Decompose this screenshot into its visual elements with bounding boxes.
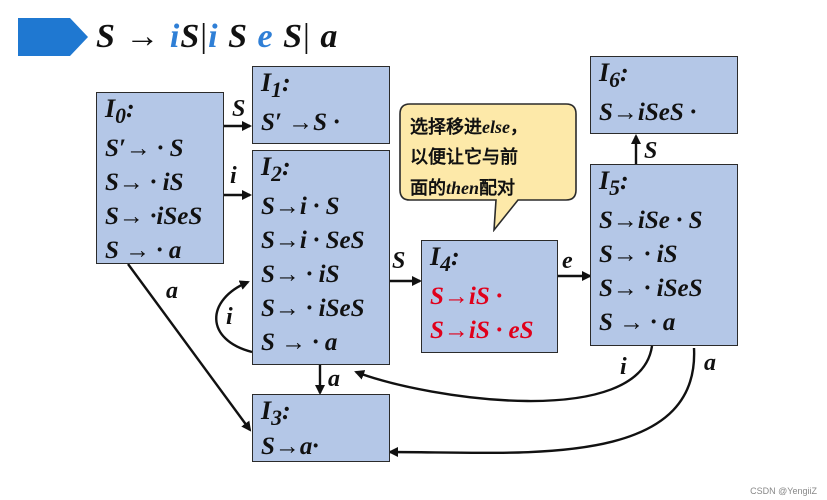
state-i1-name: I — [261, 68, 272, 97]
state-i6-item: S→iSeS · — [599, 99, 697, 127]
callout-note: 选择移进else， 以便让它与前 面的then配对 — [410, 112, 570, 204]
speech-bubble — [399, 103, 577, 232]
title-i1: i — [169, 18, 181, 55]
label-i5-i3: a — [704, 350, 716, 376]
state-i1-item: S′ →S · — [261, 109, 340, 137]
callout-line3-a: 面的 — [410, 178, 446, 199]
title-s2: S — [228, 18, 248, 55]
state-i2-item: S→i · S — [261, 193, 340, 221]
state-i0-item: S → · a — [105, 237, 182, 265]
state-i5-item: S→ · iS — [599, 241, 678, 269]
label-i2-loop: i — [226, 304, 233, 330]
state-i0-item: S→ · iS — [105, 169, 184, 197]
state-i4-item: S→iS · — [430, 283, 503, 311]
title-bar1: | — [200, 18, 209, 55]
label-i5-i2: i — [620, 354, 627, 380]
title-arrow: → — [125, 18, 161, 55]
title-s1: S — [180, 18, 201, 55]
state-i0-name: I — [105, 94, 116, 123]
label-i0-i2: i — [230, 163, 237, 189]
label-i4-i5: e — [562, 248, 573, 274]
banner-arrow-icon — [18, 18, 88, 56]
edge-i5-i2 — [354, 345, 654, 403]
state-i4: I4: S→iS · S→iS · eS — [421, 240, 558, 353]
state-i3-name: I — [261, 396, 272, 425]
grammar-title: S → iS|i S e S| a — [96, 18, 338, 56]
title-s: S — [96, 18, 116, 55]
state-i3-sub: 3 — [271, 406, 282, 431]
state-i5-item: S→iSe · S — [599, 207, 703, 235]
state-i1: I1: S′ →S · — [252, 66, 390, 144]
state-i4-name: I — [430, 242, 441, 271]
state-i6: I6: S→iSeS · — [590, 56, 738, 134]
title-a: a — [320, 18, 339, 55]
state-i4-sub: 4 — [440, 252, 451, 277]
state-i2-item: S→ · iSeS — [261, 295, 365, 323]
callout-line2: 以便让它与前 — [410, 147, 518, 168]
callout-line1-c: ， — [509, 117, 528, 138]
label-i2-i3: a — [328, 366, 340, 392]
watermark: CSDN @YengiiZ — [750, 486, 817, 496]
state-i2-name: I — [261, 152, 272, 181]
state-i2-item: S→ · iS — [261, 261, 340, 289]
state-i6-name: I — [599, 58, 610, 87]
title-e: e — [257, 18, 274, 55]
title-bar2: | — [303, 18, 311, 55]
edge-i0-i3 — [127, 263, 252, 432]
label-i5-i6: S — [644, 138, 658, 164]
state-i2: I2: S→i · S S→i · SeS S→ · iS S→ · iSeS … — [252, 150, 390, 365]
state-i5-item: S → · a — [599, 309, 676, 337]
state-i4-item: S→iS · eS — [430, 317, 534, 345]
state-i0-item: S→ ·iSeS — [105, 203, 203, 231]
state-i0-sub: 0 — [115, 104, 126, 129]
title-s3: S — [283, 18, 303, 55]
state-i0-item: S′→ · S — [105, 135, 184, 163]
state-i1-sub: 1 — [271, 78, 282, 103]
edge-i5-i3 — [388, 347, 696, 458]
state-i6-sub: 6 — [609, 68, 620, 93]
state-i3-item: S→a· — [261, 433, 319, 461]
label-i2-i4: S — [392, 248, 406, 274]
state-i5-item: S→ · iSeS — [599, 275, 703, 303]
state-i3: I3: S→a· — [252, 394, 390, 462]
callout-line1-b: else — [482, 117, 510, 137]
label-i0-i3: a — [166, 278, 178, 304]
callout-line3-c: 配对 — [479, 178, 516, 199]
state-i5-name: I — [599, 166, 610, 195]
state-i2-item: S→i · SeS — [261, 227, 365, 255]
state-i2-item: S → · a — [261, 329, 338, 357]
state-i5: I5: S→iSe · S S→ · iS S→ · iSeS S → · a — [590, 164, 738, 346]
state-i5-sub: 5 — [609, 176, 620, 201]
state-i0: I0: S′→ · S S→ · iS S→ ·iSeS S → · a — [96, 92, 224, 264]
callout-line1-a: 选择移进 — [410, 117, 482, 138]
label-i0-i1: S — [232, 96, 246, 122]
title-i2: i — [208, 18, 219, 55]
edge-i2-loop — [215, 280, 253, 354]
state-i2-sub: 2 — [271, 162, 282, 187]
callout-line3-b: then — [446, 178, 480, 198]
